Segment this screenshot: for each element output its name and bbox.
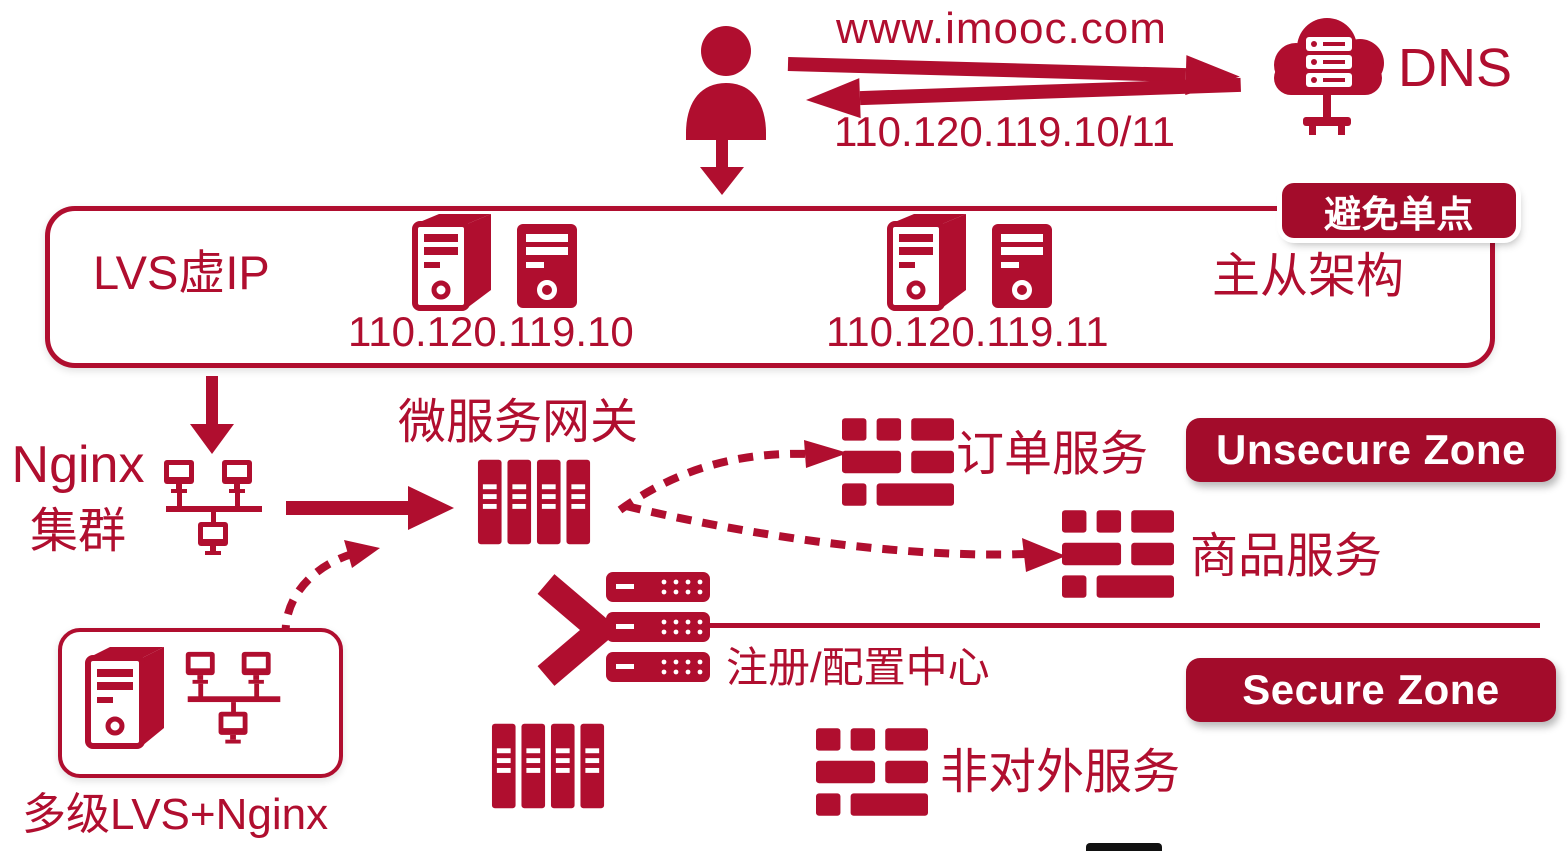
- internal-service-label: 非对外服务: [940, 746, 1181, 799]
- nginx-to-gateway-arrow: [286, 486, 454, 530]
- order-service-label: 订单服务: [956, 428, 1149, 481]
- zone-divider-line: [698, 623, 1540, 628]
- gateway-label: 微服务网关: [398, 396, 639, 449]
- lvs-ip-secondary-label: 110.120.119.11: [826, 308, 1109, 355]
- domain-label: www.imooc.com: [836, 4, 1167, 53]
- registry-stack-icon: [606, 572, 714, 684]
- gateway-to-product-dashed-arrow: [618, 492, 1066, 584]
- multilevel-server-icon: [80, 642, 172, 750]
- product-service-icon: [1062, 510, 1174, 598]
- gateway-rack-icon: [476, 456, 594, 548]
- gateway-to-order-dashed-arrow: [612, 428, 852, 523]
- multilevel-cluster-icon: [180, 650, 288, 758]
- secure-zone-badge: Secure Zone: [1186, 658, 1556, 722]
- multilevel-lvs-nginx-label: 多级LVS+Nginx: [22, 790, 329, 839]
- lvs-vip-box: [45, 206, 1495, 368]
- user-icon: [678, 25, 775, 140]
- lvs-to-nginx-arrow: [190, 376, 234, 454]
- nginx-cluster-icon: [158, 458, 270, 570]
- bottom-edge-artifact: [1086, 843, 1162, 851]
- product-service-label: 商品服务: [1190, 530, 1383, 583]
- dns-cloud-icon: [1262, 3, 1392, 138]
- multilevel-to-nginx-dashed-arrow: [266, 538, 391, 648]
- registry-chevron-icon: [536, 574, 621, 686]
- avoid-single-point-badge: 避免单点: [1282, 183, 1516, 238]
- internal-gateway-rack-icon: [490, 720, 608, 812]
- dns-label: DNS: [1398, 38, 1513, 98]
- lvs-server-pair-icon-secondary: [880, 210, 1070, 312]
- user-to-lvs-arrow: [700, 133, 744, 195]
- master-slave-label: 主从架构: [1212, 250, 1405, 303]
- lvs-vip-label: LVS虚IP: [93, 246, 270, 299]
- resolved-ip-label: 110.120.119.10/11: [834, 108, 1175, 155]
- lvs-ip-primary-label: 110.120.119.10: [348, 308, 634, 355]
- internal-service-icon: [816, 726, 928, 818]
- dns-response-arrow: [805, 65, 1241, 120]
- unsecure-zone-badge: Unsecure Zone: [1186, 418, 1556, 482]
- nginx-cluster-label: Nginx 集群: [11, 436, 145, 558]
- lvs-server-pair-icon-primary: [405, 210, 595, 312]
- order-service-icon: [842, 418, 954, 506]
- registry-center-label: 注册/配置中心: [726, 644, 990, 691]
